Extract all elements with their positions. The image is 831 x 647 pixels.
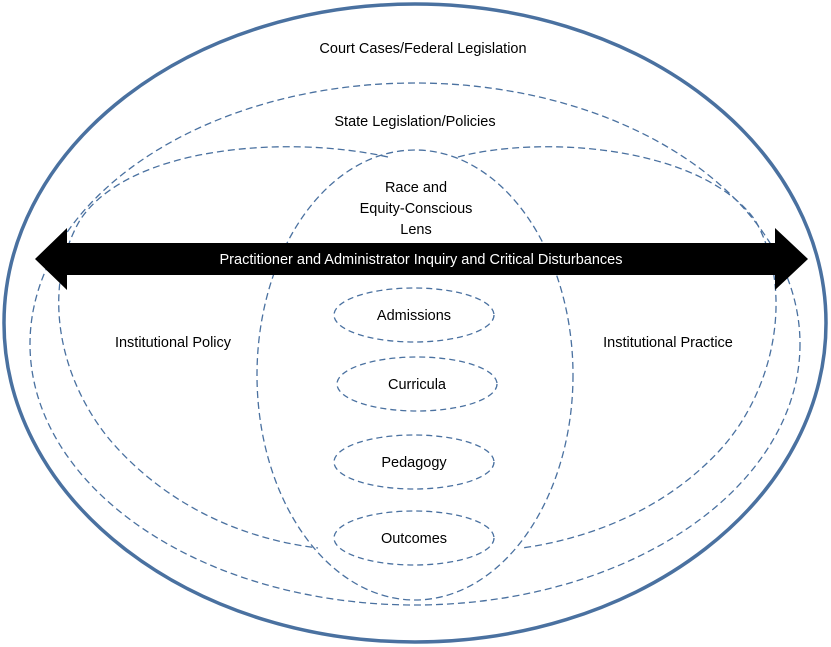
admissions-label: Admissions [377, 308, 451, 324]
arrow-label: Practitioner and Administrator Inquiry a… [220, 252, 623, 268]
curricula-label: Curricula [388, 377, 447, 393]
curricula-ellipse [336, 356, 498, 412]
inquiry-arrow [35, 228, 808, 290]
state-ellipse [29, 82, 801, 606]
institutional-practice-ellipse [457, 146, 777, 549]
outcomes-label: Outcomes [381, 531, 447, 547]
institutional-practice-label: Institutional Practice [603, 335, 733, 351]
institutional-policy-ellipse [58, 146, 389, 549]
lens-label-line3: Lens [400, 222, 431, 238]
lens-ellipse [256, 149, 574, 601]
admissions-ellipse [333, 287, 495, 343]
lens-label-line1: Race and [385, 180, 447, 196]
state-label: State Legislation/Policies [334, 114, 495, 130]
pedagogy-label: Pedagogy [381, 455, 447, 471]
institutional-policy-label: Institutional Policy [115, 335, 232, 351]
lens-label-line2: Equity-Conscious [360, 201, 473, 217]
pedagogy-ellipse [333, 434, 495, 490]
federal-label: Court Cases/Federal Legislation [319, 41, 526, 57]
outcomes-ellipse [333, 510, 495, 566]
